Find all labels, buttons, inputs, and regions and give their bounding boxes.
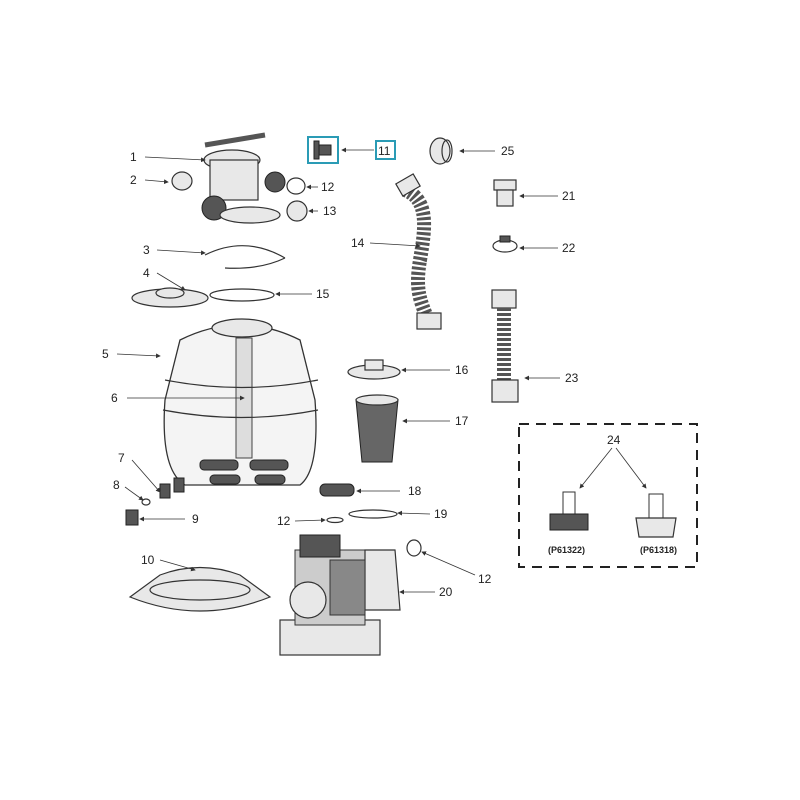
lateral (319, 483, 355, 497)
hose (401, 183, 435, 323)
callout-11: 11 (378, 144, 391, 158)
highlight-box-11 (375, 140, 396, 160)
callout-20: 20 (439, 585, 453, 599)
strainer-basket (355, 394, 399, 463)
lateral-parts (125, 477, 185, 526)
hose-adapter (493, 179, 517, 207)
hose-clamp (492, 235, 518, 253)
tank-lid (131, 287, 209, 308)
short-hose (491, 289, 519, 403)
callout-9: 9 (192, 512, 199, 526)
callout-23: 23 (565, 371, 579, 385)
callout-4: 4 (143, 266, 150, 280)
valve-plug (171, 171, 193, 191)
callout-3: 3 (143, 243, 150, 257)
o-ring-small (326, 516, 344, 524)
variant-code-2: (P61318) (640, 545, 677, 555)
callout-12c: 12 (478, 572, 492, 586)
o-ring-pump (348, 509, 398, 519)
option-parts (549, 491, 677, 538)
callout-14: 14 (351, 236, 365, 250)
callout-10: 10 (141, 553, 155, 567)
callout-17: 17 (455, 414, 469, 428)
leader-lines (116, 147, 647, 595)
variant-code-1: (P61322) (548, 545, 585, 555)
callout-22: 22 (562, 241, 576, 255)
strainer-lid (347, 359, 401, 380)
callout-12b: 12 (277, 514, 291, 528)
callout-13: 13 (323, 204, 337, 218)
clamp-band (204, 245, 286, 269)
o-ring (286, 177, 306, 195)
callout-1: 1 (130, 150, 137, 164)
o-ring-lid (209, 288, 275, 302)
callout-7: 7 (118, 451, 125, 465)
option-box (518, 423, 698, 568)
callout-25: 25 (501, 144, 515, 158)
o-ring-port (406, 539, 422, 557)
union-nut (429, 137, 453, 165)
callout-19: 19 (434, 507, 448, 521)
callout-6: 6 (111, 391, 118, 405)
callout-15: 15 (316, 287, 330, 301)
tank-base (128, 566, 272, 612)
callout-21: 21 (562, 189, 576, 203)
multiport-valve (201, 132, 286, 224)
callout-labels: 1 2 3 4 5 6 7 8 9 10 11 12 13 14 15 16 1… (102, 144, 677, 599)
callout-16: 16 (455, 363, 469, 377)
callout-2: 2 (130, 173, 137, 187)
callout-18: 18 (408, 484, 422, 498)
callout-5: 5 (102, 347, 109, 361)
pump (279, 534, 401, 656)
filter-tank (162, 318, 319, 486)
callout-12a: 12 (321, 180, 335, 194)
callout-24: 24 (607, 433, 621, 447)
drain-plug-part (307, 136, 339, 164)
cap (286, 200, 308, 222)
callout-8: 8 (113, 478, 120, 492)
